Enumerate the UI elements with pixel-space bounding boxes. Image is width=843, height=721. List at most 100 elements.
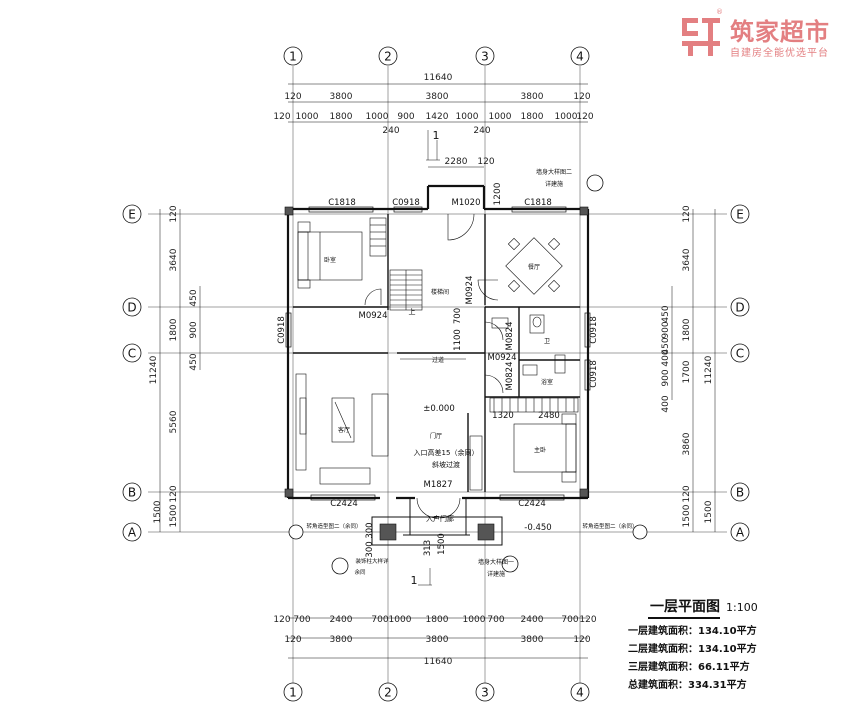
label-dim-1100: 1100 xyxy=(453,329,463,351)
axis-label-bottom-3: 3 xyxy=(481,686,489,700)
dim-left-total: 11240 xyxy=(149,355,159,384)
dim-top-r2-8: 1800 xyxy=(521,112,544,122)
axis-label-bottom-2: 2 xyxy=(384,686,392,700)
axis-label-right-b: B xyxy=(736,486,744,500)
dim-top-wall-left: 240 xyxy=(382,126,399,136)
label-c0918-right-b: C0918 xyxy=(589,360,599,388)
plan-scale: 1:100 xyxy=(726,601,758,614)
dim-top-entry-right: 120 xyxy=(477,157,494,167)
room-toilet: 卫 xyxy=(544,338,550,345)
dim-lines-left xyxy=(159,209,201,532)
dim-top-r2-4: 900 xyxy=(397,112,414,122)
dim-bot-r2-2: 3800 xyxy=(426,635,449,645)
dim-bot-r2-4: 120 xyxy=(573,635,590,645)
exterior-walls xyxy=(286,184,590,500)
dim-left-seg-2: 5560 xyxy=(169,410,179,433)
label-dim-700: 700 xyxy=(453,308,463,324)
room-master: 主卧 xyxy=(534,446,546,454)
axis-label-top-2: 2 xyxy=(384,50,392,64)
dim-top-entry-depth: 1200 xyxy=(493,182,503,205)
dim-bot-total: 11640 xyxy=(424,657,453,667)
label-c1818-right: C1818 xyxy=(524,198,552,208)
dim-left-small-1: 120 xyxy=(169,485,179,502)
plan-title-text: 一层平面图 xyxy=(650,599,720,615)
room-bath: 浴室 xyxy=(541,378,553,386)
axis-label-bottom-1: 1 xyxy=(289,686,297,700)
axis-label-right-d: D xyxy=(735,301,744,315)
dim-bot-r1-1: 700 xyxy=(293,615,310,625)
dim-bot-r1-5: 1800 xyxy=(426,615,449,625)
axis-bubbles xyxy=(122,46,750,702)
dim-bot-r1-6: 1000 xyxy=(463,615,486,625)
toilet-fixtures xyxy=(491,314,566,376)
label-col-313: 313 xyxy=(423,540,433,556)
dim-top-r1-0: 120 xyxy=(284,92,301,102)
label-c2424-right: C2424 xyxy=(518,499,546,509)
label-c1818-left: C1818 xyxy=(328,198,356,208)
axis-label-left-c: C xyxy=(128,347,136,361)
dim-left-inner-0: 450 xyxy=(189,289,199,306)
dim-top-r2-7: 1000 xyxy=(489,112,512,122)
dim-right-inner-6: 400 xyxy=(661,395,671,412)
area-row-2: 二层建筑面积：134.10平方 xyxy=(628,644,757,655)
master-bedroom-furniture xyxy=(469,397,579,491)
label-ramp: 斜坡过渡 xyxy=(432,460,460,469)
label-m0924-bed: M0924 xyxy=(359,311,388,321)
brand-logo: ® 筑家超市 自建房全能优选平台 xyxy=(676,8,841,65)
dim-bot-r1-9: 700 xyxy=(561,615,578,625)
dim-left-inner-1: 900 xyxy=(189,321,199,338)
dim-right-inner-1: 900 xyxy=(661,321,671,338)
area-row-total: 总建筑面积：334.31平方 xyxy=(628,680,747,691)
staircase xyxy=(369,217,423,311)
label-c0918-top: C0918 xyxy=(392,198,420,208)
label-detail-bottom: 墙身大样图一 xyxy=(478,558,514,566)
plan-title: 一层平面图 1:100 xyxy=(650,596,778,616)
label-m0924-stair: M0924 xyxy=(465,276,475,305)
dim-top-r1-1: 3800 xyxy=(330,92,353,102)
room-stair: 楼梯间 xyxy=(431,288,449,296)
axis-label-left-b: B xyxy=(128,486,136,500)
dim-top-r1-4: 120 xyxy=(573,92,590,102)
label-m0824-b: M0824 xyxy=(505,362,515,391)
dim-left-seg-3: 1500 xyxy=(153,500,163,523)
dim-bot-r1-8: 2400 xyxy=(521,615,544,625)
brand-logo-icon xyxy=(682,18,720,56)
living-furniture xyxy=(295,358,466,485)
room-bedroom1: 卧室 xyxy=(324,256,336,264)
dim-top-r2-3: 1000 xyxy=(366,112,389,122)
dim-bot-r1-3: 700 xyxy=(371,615,388,625)
dim-top-r1-3: 3800 xyxy=(521,92,544,102)
label-m1020: M1020 xyxy=(452,198,481,208)
axis-label-left-d: D xyxy=(127,301,136,315)
label-detail-left: 转角造型图二（余同） xyxy=(306,522,361,530)
windows xyxy=(285,206,591,501)
dim-bot-r1-10: 120 xyxy=(579,615,596,625)
axis-label-right-c: C xyxy=(736,347,744,361)
dim-right-inner-5: 900 xyxy=(661,369,671,386)
label-dim-2480: 2480 xyxy=(538,411,560,421)
doors xyxy=(364,213,518,519)
label-level: ±0.000 xyxy=(423,404,454,414)
brand-name: 筑家超市 xyxy=(730,18,830,46)
axis-label-left-e: E xyxy=(128,208,136,222)
dim-right-total: 11240 xyxy=(704,355,714,384)
label-level-outside: -0.450 xyxy=(524,523,551,533)
dim-right-inner-4: 1700 xyxy=(682,360,692,383)
room-living: 客厅 xyxy=(338,426,350,434)
dim-top-r2-9: 1000 xyxy=(555,112,578,122)
axis-label-left-a: A xyxy=(128,526,137,540)
label-m0924-bath: M0924 xyxy=(488,353,517,363)
plan-title-underline xyxy=(648,617,720,619)
dim-top-r2-5: 1420 xyxy=(426,112,449,122)
dim-right-small-2: 1500 xyxy=(682,504,692,527)
label-detail-column: 装饰柱大样详 xyxy=(355,557,389,565)
dim-right-inner-0: 450 xyxy=(661,305,671,322)
dim-left-small-0: 120 xyxy=(169,205,179,222)
label-up: 上 xyxy=(409,307,416,316)
label-c0918-left: C0918 xyxy=(277,316,287,344)
label-small-dims: 300 300 xyxy=(365,522,375,557)
room-hall: 门厅 xyxy=(430,432,442,440)
dim-right-inner-2: 450 xyxy=(661,337,671,354)
axis-label-top-3: 3 xyxy=(481,50,489,64)
